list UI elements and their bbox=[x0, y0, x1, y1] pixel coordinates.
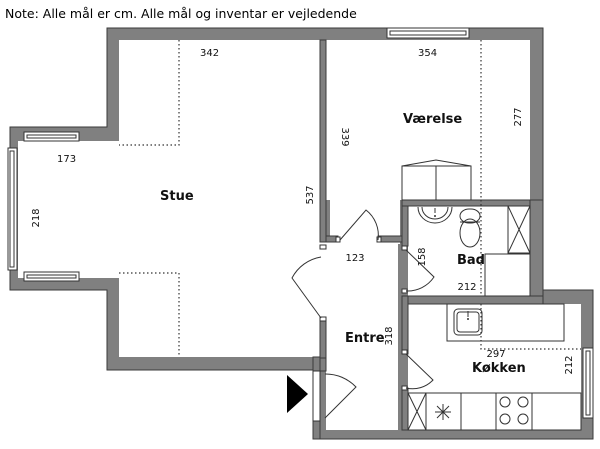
dim-stue-bay-depth: 173 bbox=[57, 154, 76, 165]
dim-hall-width: 123 bbox=[345, 253, 364, 264]
kitchen-fixtures bbox=[407, 303, 582, 431]
window-kokken bbox=[582, 347, 594, 419]
wall-stue-vaerelse bbox=[319, 39, 327, 243]
bath-cabinet bbox=[484, 253, 531, 297]
wall-hall-stub-right bbox=[377, 235, 403, 243]
plan-note: Note: Alle mål er cm. Alle mål og invent… bbox=[5, 6, 357, 21]
entrance-arrow-icon bbox=[287, 375, 308, 413]
dim-bad-length: 158 bbox=[417, 247, 428, 266]
windows bbox=[7, 27, 594, 419]
wall-vaerelse-bad bbox=[401, 199, 544, 207]
wardrobe bbox=[401, 159, 472, 201]
window-stue-bay-bottom bbox=[23, 271, 80, 282]
stue-floor bbox=[18, 40, 320, 357]
measure-lines bbox=[119, 40, 581, 357]
door-kokken bbox=[401, 349, 434, 391]
dim-stue-length: 537 bbox=[305, 185, 316, 204]
window-stue-bay-left bbox=[7, 147, 18, 271]
dim-kokken-length: 212 bbox=[564, 355, 575, 374]
wall-stue-entre-lower bbox=[319, 317, 327, 359]
dim-vaerelse-length-right: 277 bbox=[513, 107, 524, 126]
dim-vaerelse-width: 354 bbox=[418, 48, 437, 59]
room-label-bad: Bad bbox=[457, 253, 485, 268]
bad-floor bbox=[408, 206, 530, 296]
freezer-icon bbox=[435, 393, 462, 430]
wall-entre-kokken-upper bbox=[401, 295, 409, 355]
kokken-floor bbox=[408, 304, 581, 430]
door-entrance[interactable] bbox=[312, 370, 357, 422]
kitchen-counter-top bbox=[446, 303, 565, 342]
wall-entre-kokken-lower bbox=[401, 387, 409, 431]
kitchen-sink-icon bbox=[453, 308, 483, 336]
doors bbox=[291, 209, 435, 422]
door-stue bbox=[291, 244, 327, 322]
door-vaerelse bbox=[335, 209, 382, 243]
window-vaerelse bbox=[386, 27, 470, 39]
fridge-icon bbox=[407, 392, 427, 431]
dim-bad-width: 212 bbox=[457, 282, 476, 293]
room-label-kokken: Køkken bbox=[472, 361, 526, 376]
kitchen-counter-bottom bbox=[407, 392, 582, 431]
shower-icon bbox=[507, 205, 531, 254]
vaerelse-floor bbox=[326, 40, 530, 200]
wall-bad-left-upper bbox=[401, 199, 409, 247]
dim-vaerelse-length-left: 339 bbox=[339, 127, 350, 146]
room-label-entre: Entre bbox=[345, 331, 385, 346]
bathroom-fixtures bbox=[417, 205, 531, 297]
toilet-icon bbox=[459, 208, 481, 248]
window-stue-bay-top bbox=[23, 131, 80, 142]
dim-entre-length: 318 bbox=[384, 326, 395, 345]
sink-icon bbox=[417, 206, 453, 224]
room-label-vaerelse: Værelse bbox=[403, 112, 462, 127]
stove-icon bbox=[499, 393, 533, 430]
wall-bad-right bbox=[529, 199, 544, 297]
dim-kokken-width: 297 bbox=[486, 349, 505, 360]
room-label-stue: Stue bbox=[160, 189, 194, 204]
door-bad bbox=[401, 245, 435, 294]
entre-floor bbox=[326, 242, 398, 430]
dim-stue-width: 342 bbox=[200, 48, 219, 59]
stue-entre-opening bbox=[318, 242, 328, 322]
dim-stue-bay-width: 218 bbox=[31, 208, 42, 227]
floors bbox=[18, 40, 581, 430]
wall-bad-kokken bbox=[401, 295, 544, 305]
